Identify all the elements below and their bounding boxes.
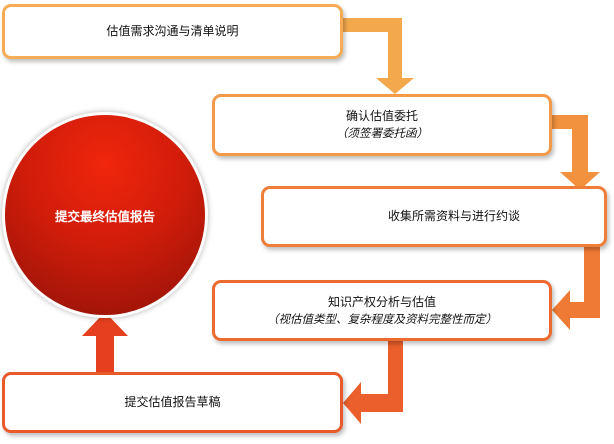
step-4-note: （视估值类型、复杂程度及资料完整性而定） [267, 311, 497, 326]
arrow-step1-to-step2 [343, 18, 414, 94]
step-4-title: 知识产权分析与估值 [327, 294, 436, 309]
step-3-title: 收集所需资料与进行约谈 [387, 209, 520, 223]
step-2-note: （须签署委托函） [336, 126, 428, 140]
step-1-title: 估值需求沟通与清单说明 [106, 24, 239, 38]
step-5-box: 提交估值报告草稿 [2, 372, 343, 433]
arrow-step2-to-step3 [552, 115, 600, 190]
step-3-box: 收集所需资料与进行约谈 [261, 186, 607, 247]
final-report-title: 提交最终估值报告 [54, 208, 155, 224]
arrow-step3-to-step4 [552, 247, 600, 330]
step-2-box: 确认估值委托 （须签署委托函） [212, 94, 552, 156]
step-2-title: 确认估值委托 [345, 109, 418, 123]
step-5-title: 提交估值报告草稿 [124, 395, 221, 409]
arrow-step4-to-step5 [343, 341, 403, 424]
final-report-circle: 提交最终估值报告 [5, 115, 205, 315]
arrow-step5-to-final [82, 312, 128, 372]
step-4-box: 知识产权分析与估值 （视估值类型、复杂程度及资料完整性而定） [212, 280, 552, 341]
step-1-box: 估值需求沟通与清单说明 [2, 4, 343, 59]
